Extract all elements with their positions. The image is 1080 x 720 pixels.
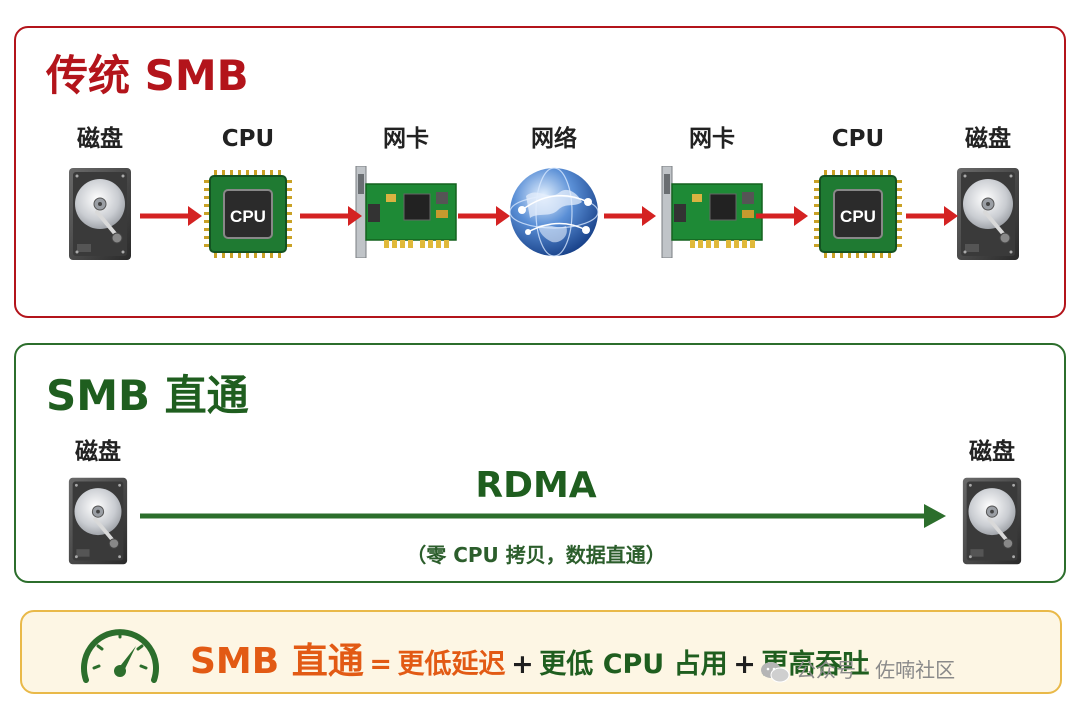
trad-node-disk-right: 磁盘 — [918, 124, 1058, 262]
trad-node-cpu-right: CPU CPU — [788, 124, 928, 258]
hard-disk-icon — [955, 166, 1021, 262]
summary-plus-2: + — [733, 649, 756, 680]
trad-node-disk-left: 磁盘 — [30, 124, 170, 262]
traditional-smb-panel: 传统 SMB 磁盘 CPU CPU 网卡 网络 网卡 CPU CPU 磁盘 — [14, 26, 1066, 318]
watermark: 公众号 · 佐喃社区 — [760, 654, 955, 684]
node-label: 磁盘 — [77, 126, 123, 152]
trad-node-nic-right: 网卡 — [642, 124, 782, 258]
direct-node-disk-left: 磁盘 — [28, 437, 168, 567]
speedometer-icon — [81, 629, 159, 683]
summary-title: SMB 直通 — [190, 641, 364, 682]
rdma-note: （零 CPU 拷贝，数据直通） — [406, 543, 666, 567]
traditional-smb-title: 传统 SMB — [46, 51, 249, 100]
wechat-icon — [761, 661, 790, 682]
arrow-disk-to-cpu — [140, 206, 202, 226]
summary-equation: SMB 直通 = 更低延迟 + 更低 CPU 占用 + 更高吞吐 — [190, 632, 869, 684]
network-card-icon — [661, 166, 763, 258]
hard-disk-icon — [67, 475, 129, 567]
cpu-chip-text: CPU — [840, 207, 876, 226]
summary-plus-1: + — [511, 649, 534, 680]
node-label: CPU — [831, 126, 885, 152]
watermark-text: 公众号 · 佐喃社区 — [796, 658, 956, 682]
rdma-arrow — [140, 504, 946, 528]
node-label: 磁盘 — [75, 439, 121, 465]
direct-node-disk-right: 磁盘 — [922, 437, 1062, 567]
arrow-nic-to-cpu — [756, 206, 808, 226]
summary-banner: SMB 直通 = 更低延迟 + 更低 CPU 占用 + 更高吞吐 — [20, 610, 1062, 694]
globe-network-icon — [509, 167, 599, 257]
cpu-chip-text: CPU — [230, 207, 266, 226]
arrow-network-to-nic — [604, 206, 656, 226]
arrow-cpu-to-nic — [300, 206, 362, 226]
node-label: 网络 — [531, 126, 577, 152]
rdma-label: RDMA — [475, 465, 597, 506]
summary-benefit-cpu: 更低 CPU 占用 — [539, 649, 728, 680]
summary-equals: = — [369, 649, 392, 680]
node-label: 磁盘 — [965, 126, 1011, 152]
node-label: 网卡 — [689, 126, 735, 152]
smb-direct-title: SMB 直通 — [46, 371, 249, 420]
node-label: CPU — [221, 126, 275, 152]
trad-node-cpu-left: CPU CPU — [178, 124, 318, 258]
arrow-nic-to-network — [458, 206, 510, 226]
cpu-chip-icon: CPU — [814, 170, 902, 258]
node-label: 网卡 — [383, 126, 429, 152]
node-label: 磁盘 — [969, 439, 1015, 465]
hard-disk-icon — [961, 475, 1023, 567]
trad-node-nic-left: 网卡 — [336, 124, 476, 258]
network-card-icon — [355, 166, 457, 258]
hard-disk-icon — [67, 166, 133, 262]
trad-node-network: 网络 — [484, 124, 624, 258]
summary-benefit-latency: 更低延迟 — [397, 649, 506, 680]
cpu-chip-icon: CPU — [204, 170, 292, 258]
smb-direct-panel: SMB 直通 磁盘 磁盘 RDMA （零 CPU 拷贝，数据直通） — [14, 343, 1066, 583]
arrow-cpu-to-disk — [906, 206, 958, 226]
